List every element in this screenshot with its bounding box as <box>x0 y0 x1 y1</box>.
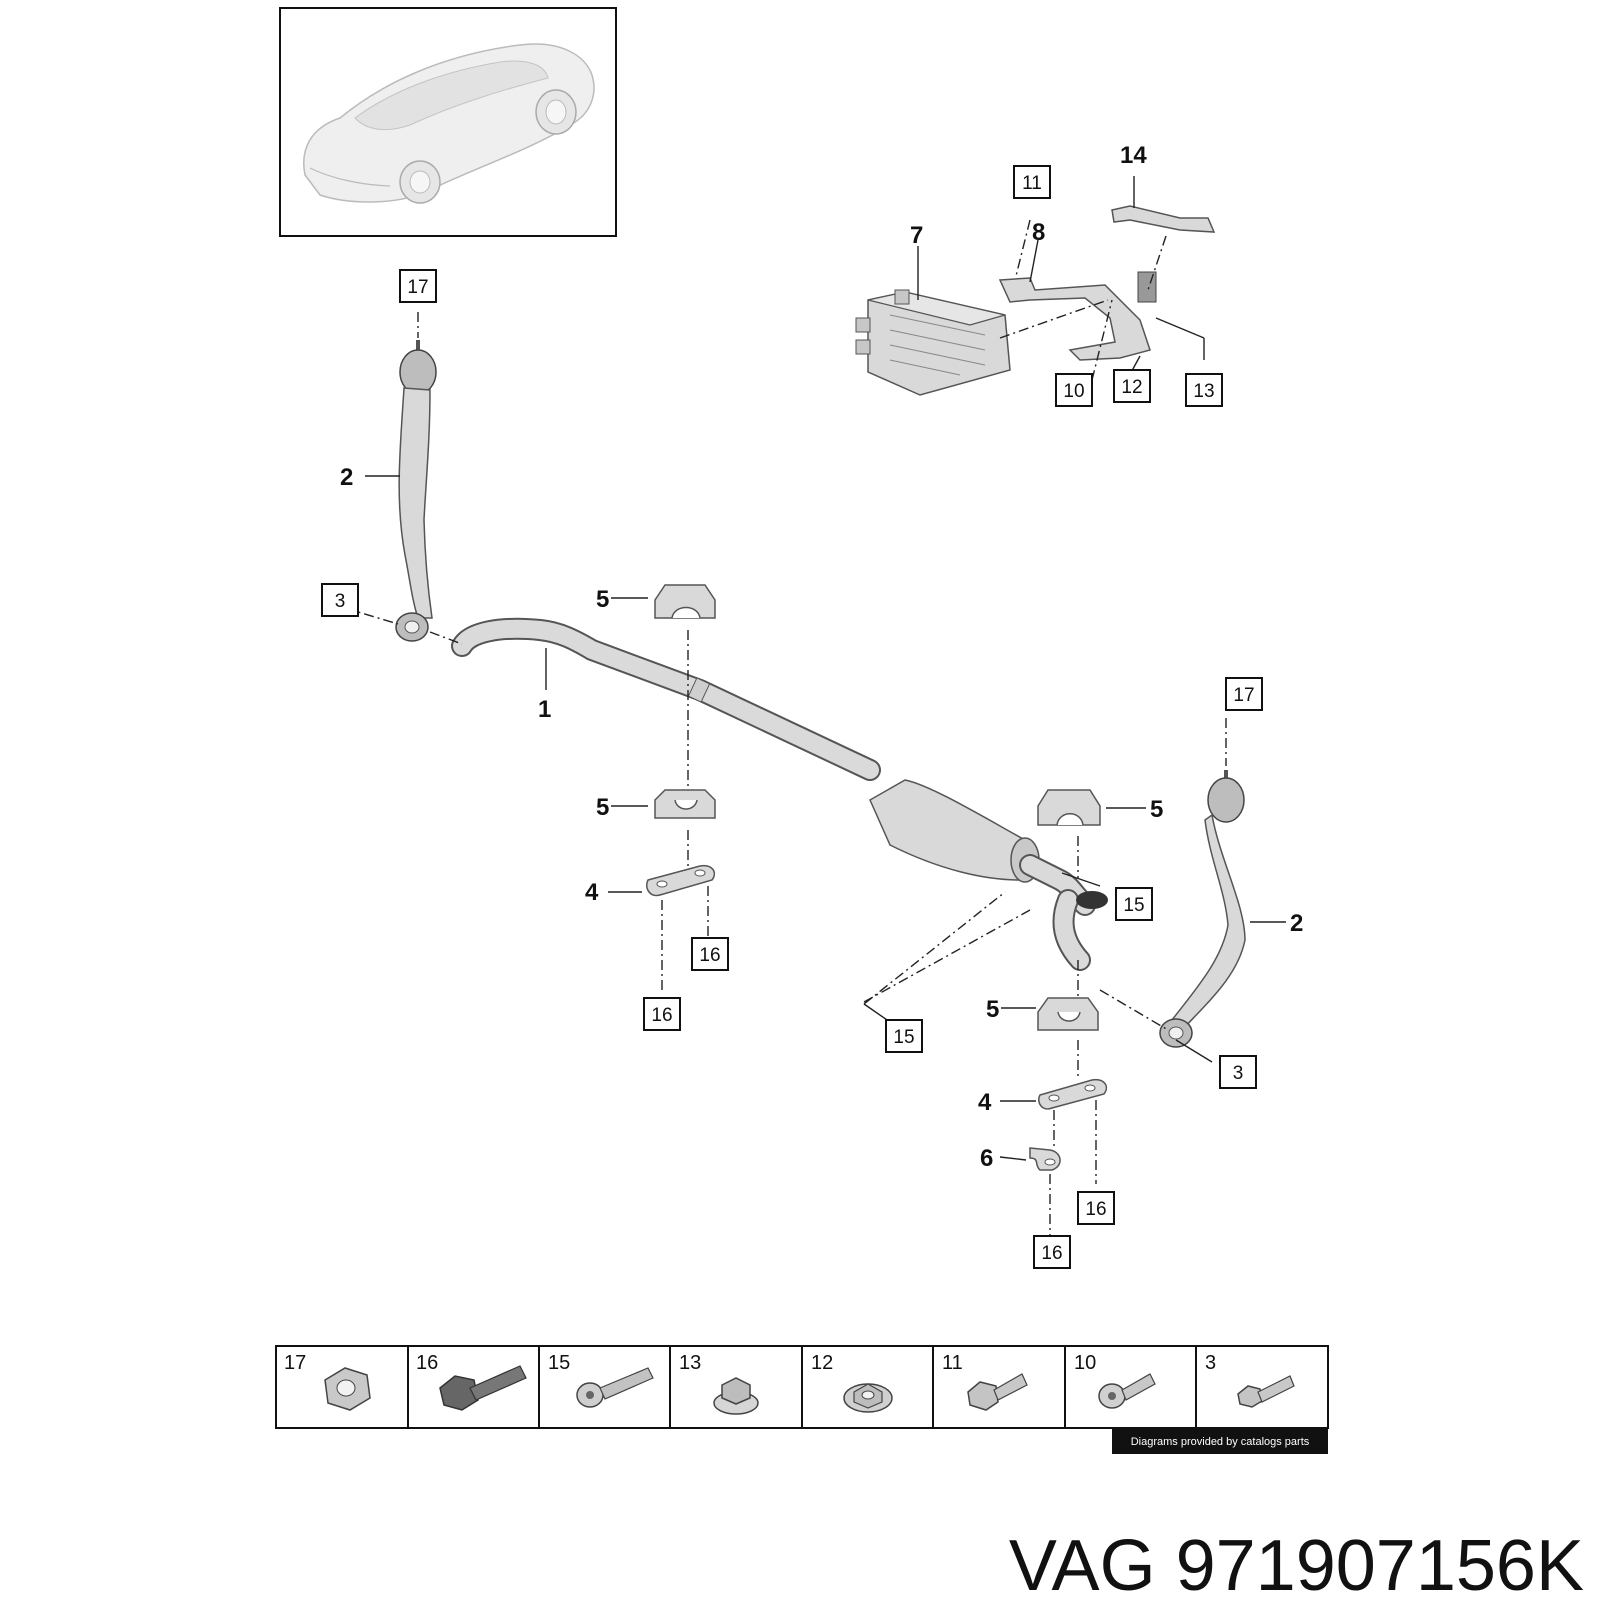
boxed-callout-17-right: 17 <box>1225 677 1263 711</box>
flange-nut-icon <box>713 1377 759 1415</box>
callout-5-c: 5 <box>1150 796 1163 823</box>
fastener-cell-11: 11 <box>942 1352 1028 1411</box>
callout-6: 6 <box>980 1145 993 1172</box>
svg-text:16: 16 <box>416 1352 438 1374</box>
torx-bolt-icon <box>1098 1373 1156 1409</box>
svg-text:17: 17 <box>1233 685 1254 706</box>
callout-5-a: 5 <box>596 586 609 613</box>
boxed-callout-16-b: 16 <box>643 997 681 1031</box>
boxed-callout-11: 11 <box>1013 165 1051 199</box>
fastener-cell-15: 15 <box>548 1352 654 1408</box>
boxed-callouts: 17 3 11 10 12 13 17 15 16 16 15 3 16 16 <box>321 165 1263 1269</box>
svg-text:3: 3 <box>1205 1352 1216 1374</box>
fastener-cell-16: 16 <box>416 1352 527 1411</box>
flange-nut-icon <box>324 1367 371 1411</box>
callout-numbers: 1 2 2 4 4 5 5 5 5 6 7 8 14 <box>340 142 1303 1172</box>
bracket-8 <box>998 271 1157 361</box>
fastener-cell-10: 10 <box>1074 1352 1156 1409</box>
callout-8: 8 <box>1032 219 1045 246</box>
rubber-bushing-lower-left <box>654 789 716 819</box>
svg-text:12: 12 <box>1121 377 1142 398</box>
callout-5-b: 5 <box>596 794 609 821</box>
boxed-callout-16-a: 16 <box>691 937 729 971</box>
fastener-cell-12: 12 <box>811 1352 893 1413</box>
hex-bolt-icon <box>439 1365 527 1411</box>
svg-text:16: 16 <box>1085 1199 1106 1220</box>
svg-text:15: 15 <box>1123 895 1144 916</box>
hex-bolt-icon <box>967 1373 1028 1411</box>
clamp-right <box>1038 1078 1108 1110</box>
flange-nut-icon <box>843 1383 893 1413</box>
fastener-table: 17 16 15 13 <box>275 1345 1329 1429</box>
credit-text: Diagrams provided by catalogs parts <box>1131 1436 1310 1448</box>
car-icon <box>303 43 595 204</box>
svg-text:16: 16 <box>699 945 720 966</box>
coupling-link-right <box>1159 770 1246 1048</box>
hex-bolt-icon <box>1237 1375 1295 1408</box>
control-unit <box>855 289 1011 396</box>
callout-4-left: 4 <box>585 879 599 906</box>
boxed-callout-17-left: 17 <box>399 269 437 303</box>
svg-text:3: 3 <box>335 591 346 612</box>
svg-text:16: 16 <box>651 1005 672 1026</box>
svg-text:13: 13 <box>679 1352 701 1374</box>
boxed-callout-16-d: 16 <box>1033 1235 1071 1269</box>
svg-text:16: 16 <box>1041 1243 1062 1264</box>
svg-text:17: 17 <box>284 1352 306 1374</box>
torx-bolt-icon <box>576 1367 654 1408</box>
svg-text:17: 17 <box>407 277 428 298</box>
boxed-callout-10: 10 <box>1055 373 1093 407</box>
svg-text:11: 11 <box>942 1352 963 1374</box>
fastener-cell-17: 17 <box>284 1352 371 1411</box>
fastener-cell-3: 3 <box>1205 1352 1295 1408</box>
boxed-callout-3-right: 3 <box>1219 1055 1257 1089</box>
bracket-14 <box>1111 205 1216 233</box>
boxed-callout-16-c: 16 <box>1077 1191 1115 1225</box>
svg-text:10: 10 <box>1063 381 1084 402</box>
svg-text:15: 15 <box>548 1352 570 1374</box>
boxed-callout-13: 13 <box>1185 373 1223 407</box>
svg-text:15: 15 <box>893 1027 914 1048</box>
svg-text:3: 3 <box>1233 1063 1244 1084</box>
retaining-clip <box>1029 1147 1061 1171</box>
rubber-bushing-top-left <box>654 584 716 619</box>
page-title: VAG 971907156K <box>1009 1526 1584 1600</box>
svg-text:12: 12 <box>811 1352 833 1374</box>
callout-5-d: 5 <box>986 996 999 1023</box>
callout-14: 14 <box>1120 142 1147 169</box>
credit-strip: Diagrams provided by catalogs parts <box>1112 1428 1328 1454</box>
rubber-bushing-top-right <box>1037 789 1101 826</box>
callout-1: 1 <box>538 696 551 723</box>
vehicle-thumbnail <box>279 7 617 237</box>
callout-2-left: 2 <box>340 464 353 491</box>
boxed-callout-15-upper: 15 <box>1115 887 1153 921</box>
rubber-bushing-lower-right <box>1037 997 1099 1031</box>
svg-text:11: 11 <box>1022 173 1042 194</box>
leader-lines <box>365 176 1286 1161</box>
svg-text:10: 10 <box>1074 1352 1096 1374</box>
stabilizer-bar <box>451 617 1108 971</box>
svg-text:13: 13 <box>1193 381 1214 402</box>
callout-4-right: 4 <box>978 1089 992 1116</box>
boxed-callout-3-left: 3 <box>321 583 359 617</box>
callout-7: 7 <box>910 222 923 249</box>
fastener-cell-13: 13 <box>679 1352 759 1415</box>
clamp-left <box>646 864 716 897</box>
callout-2-right: 2 <box>1290 910 1303 937</box>
boxed-callout-12: 12 <box>1113 369 1151 403</box>
boxed-callout-15-lower: 15 <box>885 1019 923 1053</box>
coupling-link-left <box>395 340 437 642</box>
